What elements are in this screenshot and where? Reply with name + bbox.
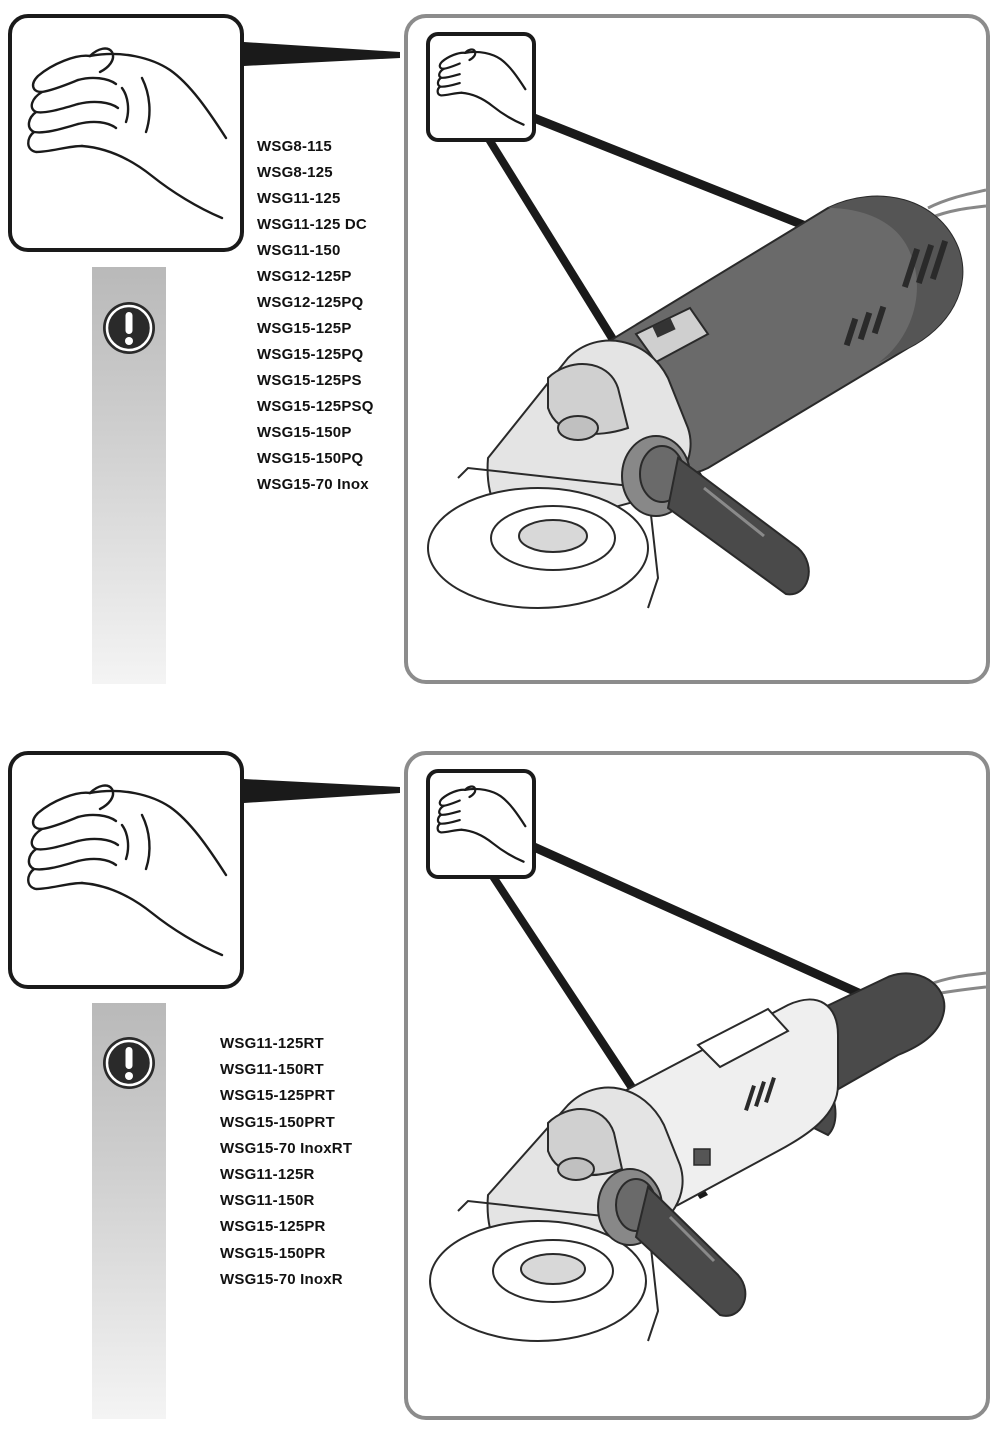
mini-hand-frame: [426, 769, 536, 879]
model-list-item: WSG11-150RT: [220, 1061, 324, 1079]
model-list-item: WSG11-125RT: [220, 1035, 324, 1052]
model-list-item: WSG8-115: [257, 138, 332, 155]
exclamation-circle-icon: [103, 302, 155, 354]
model-list-item: WSG11-125: [257, 190, 341, 207]
model-list-item: WSG15-150PQ: [257, 450, 364, 467]
model-list-item: WSG12-125PQ: [257, 294, 364, 311]
tool-illustration-panel: [404, 14, 990, 684]
section-bottom: WSG11-125RT WSG11-150RT WSG15-125PRT WSG15-…: [0, 735, 998, 1420]
hand-icon: [27, 784, 228, 957]
model-list-item: WSG15-125PQ: [257, 346, 364, 363]
model-list-item: WSG11-125R: [220, 1166, 315, 1184]
model-list-item: WSG15-70 InoxR: [220, 1270, 343, 1288]
hand-icon: [436, 48, 527, 126]
model-list-item: WSG11-150R: [220, 1192, 315, 1210]
model-list-item: WSG12-125P: [257, 268, 352, 285]
model-list-item: WSG15-125PRT: [220, 1087, 335, 1105]
model-list-item: WSG15-125PR: [220, 1218, 326, 1236]
model-list-item: WSG15-70 InoxRT: [220, 1139, 353, 1157]
model-list-item: WSG11-125 DC: [257, 216, 367, 233]
hand-closeup-frame: [8, 14, 244, 252]
model-list-item: WSG11-150: [257, 242, 341, 259]
hand-icon: [27, 47, 228, 220]
tool-illustration-panel: [404, 751, 990, 1420]
model-list-item: WSG15-150PRT: [220, 1113, 335, 1131]
angle-grinder-illustration: [427, 114, 986, 609]
model-list-item: WSG15-125PS: [257, 372, 362, 389]
hand-closeup-frame: [8, 751, 244, 989]
angle-grinder-illustration: [429, 843, 986, 1342]
model-list-item: WSG15-125P: [257, 320, 352, 337]
model-list-item: WSG15-150PR: [220, 1244, 326, 1262]
model-list: WSG11-125RT WSG11-150RT WSG15-125PRT WSG15-…: [220, 1031, 352, 1293]
model-list-item: WSG8-125: [257, 164, 333, 181]
exclamation-circle-icon: [103, 1037, 155, 1089]
hand-icon: [436, 785, 527, 863]
model-list-item: WSG15-70 Inox: [257, 476, 369, 493]
model-list-item: WSG15-150P: [257, 424, 352, 441]
model-list-item: WSG15-125PSQ: [257, 398, 374, 415]
mini-hand-frame: [426, 32, 536, 142]
